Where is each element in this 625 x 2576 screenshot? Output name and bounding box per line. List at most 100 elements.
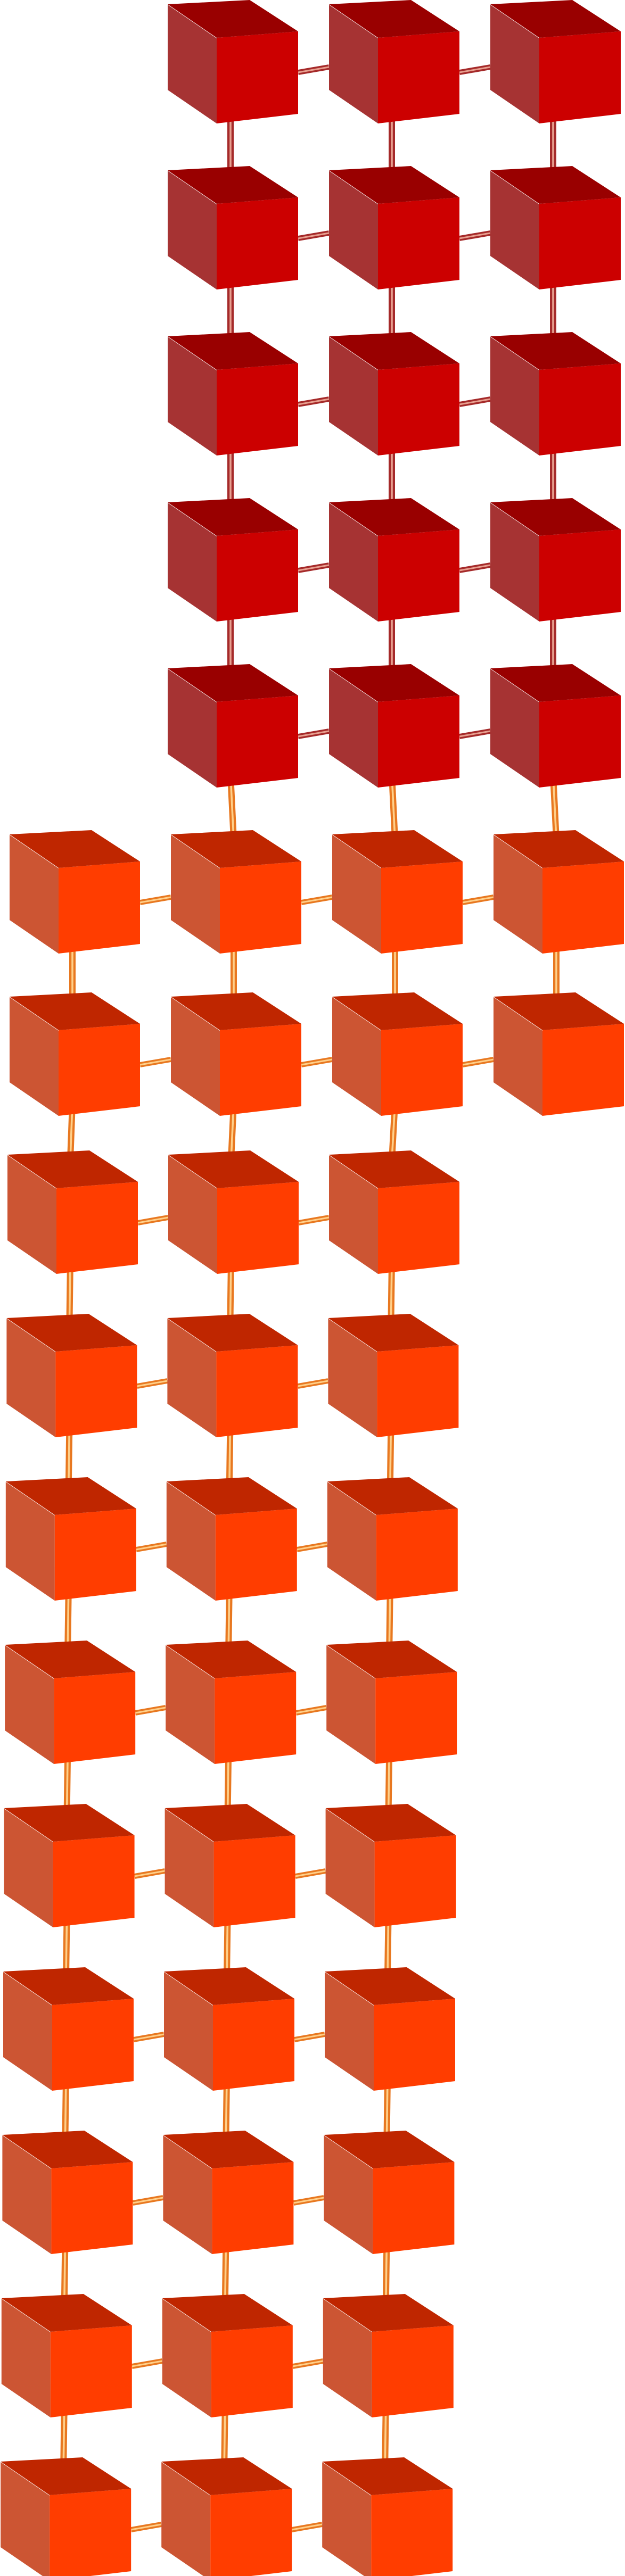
cube-top-face [327, 1477, 458, 1515]
upper-dark-block-cube-r5-c1 [168, 664, 298, 788]
lower-bright-block-cube-r3-c2 [166, 1477, 297, 1601]
cube-left-face [328, 1319, 377, 1437]
cube-left-face [325, 1972, 374, 2091]
rod-highlight [459, 398, 491, 405]
upper-dark-block-hrod-r5-c1 [298, 728, 330, 739]
rod-highlight [292, 2360, 324, 2367]
cube-left-face [168, 171, 217, 289]
lower-bright-block-hrod-r9-c2 [291, 2522, 323, 2532]
cube-right-face [378, 197, 459, 289]
lower-bright-block-hrod-r9-c1 [130, 2522, 162, 2532]
cube-right-face [373, 2162, 455, 2254]
lower-bright-block-hrod-r6-c2 [294, 2032, 325, 2042]
cube-top-face [163, 2131, 294, 2168]
lower-bright-block-cube-r5-c1 [4, 1804, 135, 1927]
cube-right-face [220, 862, 301, 954]
cube-top-face [161, 2457, 292, 2495]
cube-right-face [378, 695, 459, 788]
cube-right-face [54, 1672, 136, 1764]
cube-right-face [50, 2489, 131, 2576]
lower-bright-block-hrod-r5-c2 [294, 1868, 326, 1879]
cube-right-face [539, 529, 621, 622]
cube-right-face [374, 1999, 455, 2091]
cube-top-face [171, 830, 301, 868]
middle-bright-block-cube-r1-c4 [494, 830, 624, 954]
cube-left-face [490, 337, 539, 455]
cube-right-face [216, 1345, 298, 1437]
lower-bright-block-cube-r1-c3 [329, 1150, 459, 1274]
rod-highlight [137, 1216, 169, 1224]
cube-left-face [332, 997, 381, 1116]
cube-left-face [171, 835, 220, 954]
lower-bright-block-hrod-r8-c2 [292, 2358, 324, 2369]
cube-top-face [325, 1804, 456, 1842]
cube-top-face [323, 2294, 454, 2332]
rod-highlight [137, 1380, 168, 1387]
cube-right-face [217, 31, 298, 123]
connector-rods-layer [60, 64, 560, 2532]
upper-dark-block-cube-r4-c1 [168, 498, 298, 622]
rod-highlight [298, 1216, 330, 1224]
cube-right-face [542, 1024, 624, 1116]
upper-dark-block-hrod-r1-c2 [459, 64, 491, 75]
cube-left-face [164, 1972, 213, 2091]
cube-top-face [494, 830, 624, 868]
cube-top-face [10, 992, 140, 1030]
cube-left-face [329, 337, 378, 455]
rod-highlight [135, 1707, 166, 1714]
lower-bright-block-hrod-r8-c1 [131, 2358, 163, 2369]
rod-highlight [459, 66, 491, 73]
cube-left-face [163, 2135, 212, 2254]
cube-top-face [490, 498, 621, 536]
lower-bright-block-cube-r7-c1 [2, 2131, 133, 2254]
cube-top-face [329, 332, 459, 370]
lower-bright-block-cube-r3-c1 [5, 1477, 136, 1601]
cube-right-face [378, 363, 459, 455]
cube-right-face [378, 1182, 459, 1274]
upper-dark-block-hrod-r3-c1 [298, 396, 330, 407]
cube-top-face [168, 166, 298, 204]
lower-bright-block-cube-r2-c1 [6, 1314, 137, 1437]
cube-left-face [166, 1645, 215, 1764]
lower-bright-block-cube-r2-c2 [167, 1314, 298, 1437]
middle-bright-block-hrod-r1-c1 [139, 894, 171, 905]
middle-bright-block-hrod-r1-c3 [462, 894, 494, 905]
cube-left-face [329, 1155, 378, 1274]
upper-dark-block-cube-r2-c2 [329, 166, 459, 289]
cube-top-face [329, 0, 459, 38]
cube-top-face [5, 1641, 136, 1678]
cube-top-face [10, 830, 140, 868]
cube-left-face [165, 1809, 214, 1927]
cube-top-face [490, 166, 621, 204]
lower-bright-block-hrod-r5-c1 [134, 1868, 166, 1879]
cube-top-face [166, 1641, 297, 1678]
lower-bright-block-cube-r6-c2 [164, 1967, 294, 2091]
cube-left-face [168, 337, 217, 455]
lower-bright-block-cube-r7-c2 [163, 2131, 294, 2254]
cube-right-face [50, 2325, 132, 2417]
cube-top-face [329, 1150, 459, 1188]
cube-right-face [53, 1835, 135, 1927]
middle-bright-block-cube-r1-c2 [171, 830, 301, 954]
cube-right-face [217, 363, 298, 455]
cube-left-face [6, 1319, 56, 1437]
cube-top-face [3, 1967, 134, 2005]
rod-highlight [298, 232, 330, 239]
upper-dark-block-cube-r5-c2 [329, 664, 459, 788]
middle-bright-block-cube-r1-c1 [10, 830, 140, 954]
middle-bright-block-cube-r2-c1 [10, 992, 140, 1116]
cube-right-face [381, 1024, 463, 1116]
cube-left-face [324, 2135, 373, 2254]
cube-top-face [168, 664, 298, 702]
cube-top-face [328, 1314, 459, 1352]
cube-right-face [378, 31, 459, 123]
cube-left-face [7, 1155, 56, 1274]
cube-top-face [4, 1804, 135, 1842]
cube-left-face [1, 2462, 50, 2576]
cube-top-face [490, 664, 621, 702]
lower-bright-block-cube-r2-c3 [328, 1314, 459, 1437]
rod-highlight [462, 1058, 494, 1066]
upper-dark-block-hrod-r3-c2 [459, 396, 491, 407]
cube-top-face [490, 0, 621, 38]
